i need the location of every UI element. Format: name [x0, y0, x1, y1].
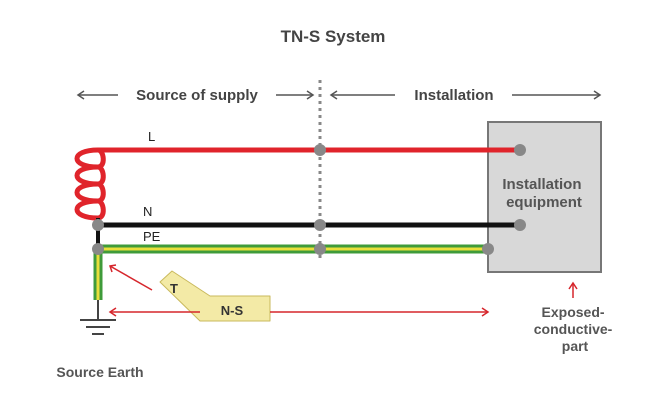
node-pe-source — [92, 243, 104, 255]
source-of-supply-label: Source of supply — [136, 87, 258, 104]
neutral-conductor-label: N — [143, 204, 152, 219]
earthing-tag-ns: N-S — [221, 303, 244, 318]
connection-nodes — [92, 144, 526, 255]
installation-header: Installation — [329, 87, 602, 104]
protective-earth-label: PE — [143, 229, 161, 244]
node-n-source — [92, 219, 104, 231]
node-l-boundary — [314, 144, 326, 156]
red-arrows — [108, 264, 578, 317]
installation-equipment-box — [487, 121, 602, 273]
earth-symbol-icon — [80, 300, 116, 335]
node-pe-equipment — [482, 243, 494, 255]
installation-label: Installation — [414, 87, 493, 104]
node-pe-boundary — [314, 243, 326, 255]
protective-earth-conductor — [93, 244, 488, 300]
line-conductor-label: L — [148, 129, 155, 144]
node-n-equipment — [514, 219, 526, 231]
node-n-boundary — [314, 219, 326, 231]
earthing-tag: T N-S — [159, 270, 271, 322]
source-of-supply-header: Source of supply — [76, 87, 315, 104]
diagram-title: TN-S System — [281, 27, 386, 46]
source-earth-label: Source Earth — [56, 364, 143, 380]
node-l-equipment — [514, 144, 526, 156]
transformer-coil-icon — [74, 147, 106, 221]
installation-equipment-label: Installation equipment — [502, 176, 585, 211]
exposed-conductive-part-label: Exposed- conductive- part — [534, 304, 616, 354]
earthing-tag-t: T — [170, 281, 178, 296]
